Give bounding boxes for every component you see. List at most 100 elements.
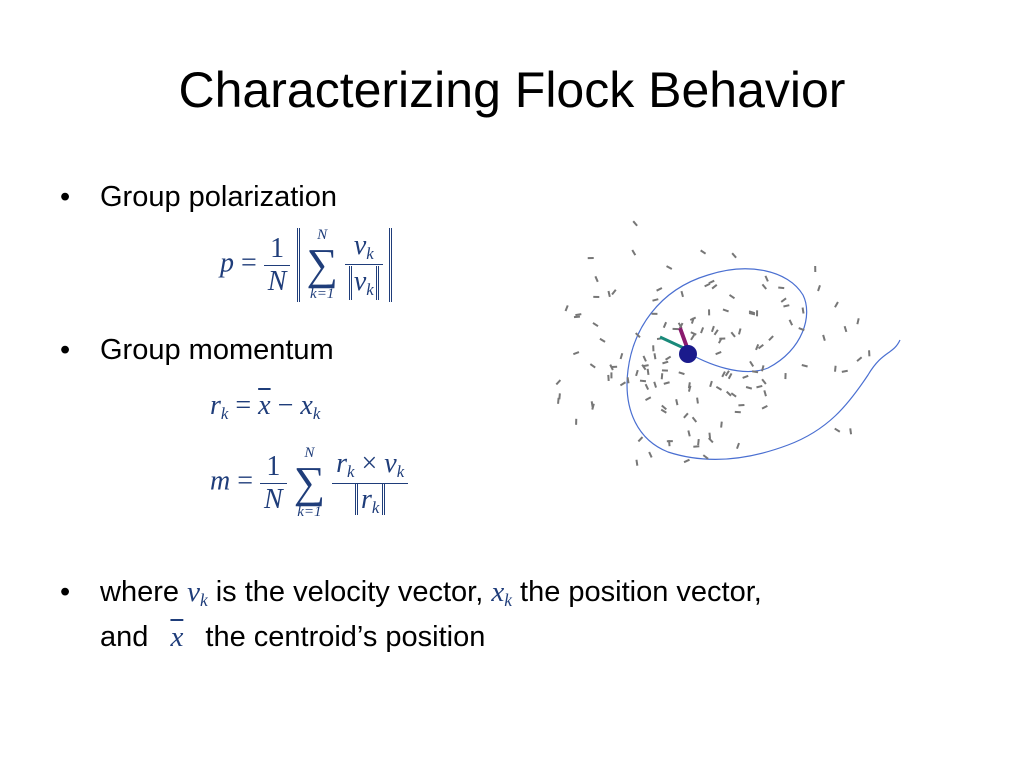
trajectory-path bbox=[626, 268, 901, 461]
where-line-1: where vk is the velocity vector, xk the … bbox=[100, 575, 762, 611]
boid-icon bbox=[761, 405, 768, 410]
boid-icon bbox=[645, 396, 652, 401]
boid-icon bbox=[710, 325, 715, 333]
boid-icon bbox=[564, 305, 569, 312]
eq-minus: − bbox=[277, 390, 294, 421]
eq-numerator: 1 bbox=[260, 451, 287, 484]
var-x: x bbox=[491, 576, 505, 608]
eq-equals: = bbox=[237, 465, 254, 497]
boid-icon bbox=[592, 322, 599, 328]
boid-icon bbox=[575, 313, 582, 317]
inline-xbar: x bbox=[170, 621, 184, 653]
boid-icon bbox=[717, 337, 723, 344]
r-definition-equation: rk = x − xk bbox=[210, 390, 320, 424]
boid-icon bbox=[619, 381, 627, 387]
boid-icon bbox=[841, 369, 848, 373]
boid-icon bbox=[665, 355, 672, 361]
eq-lhs-p: p bbox=[220, 247, 234, 279]
where-text: where bbox=[100, 576, 179, 608]
sub-k: k bbox=[199, 590, 208, 611]
boid-icon bbox=[677, 322, 683, 329]
boid-icon bbox=[801, 307, 805, 314]
boid-icon bbox=[637, 436, 644, 443]
boid-icon bbox=[780, 297, 787, 303]
boid-icon bbox=[687, 385, 692, 392]
boid-icon bbox=[690, 331, 697, 336]
sub-k: k bbox=[396, 462, 405, 482]
centroid-marker bbox=[679, 345, 697, 363]
sub-k: k bbox=[371, 497, 380, 517]
boid-icon bbox=[635, 369, 639, 377]
boid-icon bbox=[713, 329, 719, 336]
boid-icon bbox=[690, 334, 696, 341]
boid-icon bbox=[721, 371, 726, 378]
boid-icon bbox=[749, 360, 755, 367]
boid-icon bbox=[801, 364, 808, 368]
sigma-symbol: ∑ bbox=[306, 240, 338, 289]
boid-icon bbox=[763, 390, 767, 397]
boid-icon bbox=[757, 343, 764, 350]
boid-icon bbox=[702, 454, 709, 460]
sum-lower: k=1 bbox=[297, 504, 322, 520]
boid-icon bbox=[708, 437, 714, 444]
momentum-equation: m = 1 N N ∑ k=1 rk × vk rk bbox=[210, 446, 409, 520]
boid-swarm bbox=[555, 220, 871, 466]
flock-illustration bbox=[555, 220, 901, 466]
bullet-text: Group polarization bbox=[100, 181, 337, 213]
boid-icon bbox=[661, 404, 667, 411]
boid-icon bbox=[817, 285, 821, 292]
boid-icon bbox=[572, 351, 580, 356]
boid-icon bbox=[696, 397, 699, 404]
eq-fraction: 1 N bbox=[260, 451, 287, 516]
boid-icon bbox=[834, 365, 837, 372]
eq-norm: N ∑ k=1 vk vk bbox=[297, 228, 392, 302]
eq-equals: = bbox=[241, 247, 257, 279]
boid-icon bbox=[591, 403, 595, 410]
boid-icon bbox=[708, 279, 715, 285]
boid-icon bbox=[653, 381, 657, 388]
centroid-text: the centroid’s position bbox=[205, 621, 486, 653]
boid-icon bbox=[715, 351, 722, 356]
boid-icon bbox=[599, 337, 606, 343]
boid-icon bbox=[631, 249, 637, 256]
var-r: r bbox=[336, 448, 347, 480]
boid-icon bbox=[555, 379, 562, 386]
boid-icon bbox=[690, 317, 695, 324]
boid-icon bbox=[652, 298, 659, 302]
boid-icon bbox=[573, 315, 581, 319]
boid-icon bbox=[589, 363, 596, 369]
eq-sum: N ∑ k=1 bbox=[306, 228, 337, 302]
boid-icon bbox=[708, 432, 712, 439]
boid-icon bbox=[764, 275, 769, 282]
boid-icon bbox=[691, 416, 698, 423]
inline-vk: vk bbox=[187, 576, 208, 611]
boid-icon bbox=[675, 399, 679, 406]
var-xbar: x bbox=[258, 390, 271, 421]
boid-icon bbox=[742, 374, 749, 379]
sub-k: k bbox=[504, 590, 512, 611]
boid-icon bbox=[736, 442, 740, 450]
boid-icon bbox=[557, 397, 560, 404]
eq-fraction: 1 N bbox=[263, 233, 291, 298]
eq-denominator: N bbox=[264, 483, 283, 515]
boid-icon bbox=[700, 249, 707, 255]
boid-icon bbox=[768, 335, 774, 342]
var-x: x bbox=[300, 390, 313, 421]
bullet-text: Group momentum bbox=[100, 334, 334, 366]
sum-upper: N bbox=[304, 445, 315, 461]
boid-icon bbox=[611, 289, 617, 296]
eq-numerator: 1 bbox=[263, 233, 291, 266]
boid-icon bbox=[720, 421, 723, 428]
boid-icon bbox=[680, 290, 684, 298]
eq-inner-fraction: vk vk bbox=[344, 230, 383, 300]
boid-icon bbox=[660, 373, 664, 380]
sub-k: k bbox=[366, 244, 374, 264]
boid-icon bbox=[646, 368, 650, 375]
boid-icon bbox=[644, 383, 650, 391]
velocity-text: is the velocity vector, bbox=[215, 576, 484, 608]
eq-sum: N ∑ k=1 bbox=[294, 446, 325, 520]
position-text: the position vector, bbox=[520, 576, 762, 608]
cross-symbol: × bbox=[361, 448, 378, 480]
boid-icon bbox=[704, 282, 711, 288]
boid-icon bbox=[687, 382, 691, 389]
